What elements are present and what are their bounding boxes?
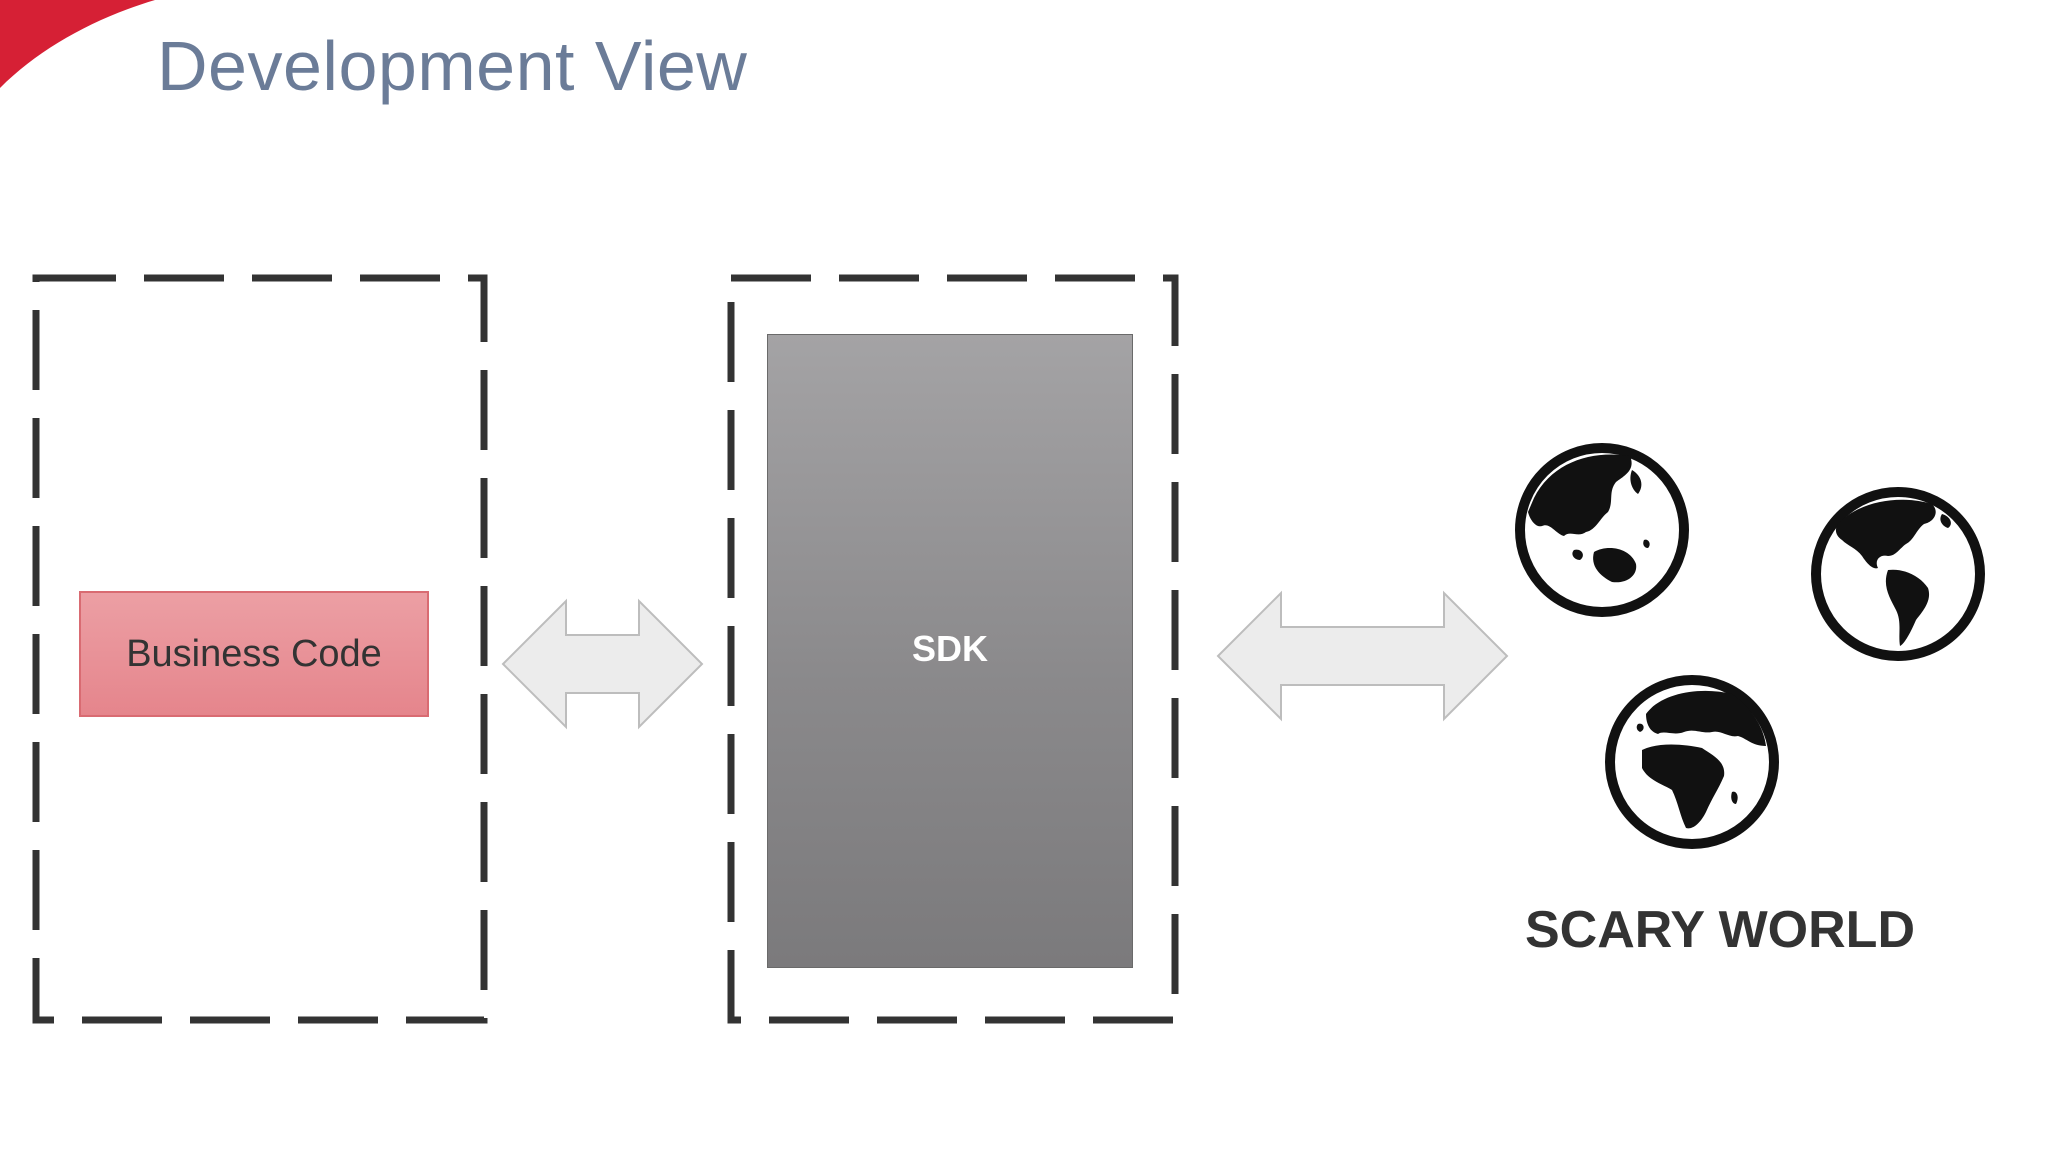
double-arrow-icon xyxy=(1216,590,1509,722)
double-arrow-icon xyxy=(501,598,704,730)
slide-title: Development View xyxy=(157,27,748,105)
globe-europe-africa-icon xyxy=(1605,675,1779,849)
globe-americas-icon xyxy=(1811,487,1985,661)
scary-world-label: SCARY WORLD xyxy=(1525,901,1915,959)
business-code-label: Business Code xyxy=(126,632,382,675)
business-code-box: Business Code xyxy=(79,591,429,717)
globe-asia-australia-icon xyxy=(1515,443,1689,617)
business-frame xyxy=(32,274,488,1024)
corner-accent xyxy=(0,0,155,88)
sdk-box: SDK xyxy=(767,334,1133,968)
sdk-frame xyxy=(727,274,1179,1024)
sdk-label: SDK xyxy=(911,628,988,669)
